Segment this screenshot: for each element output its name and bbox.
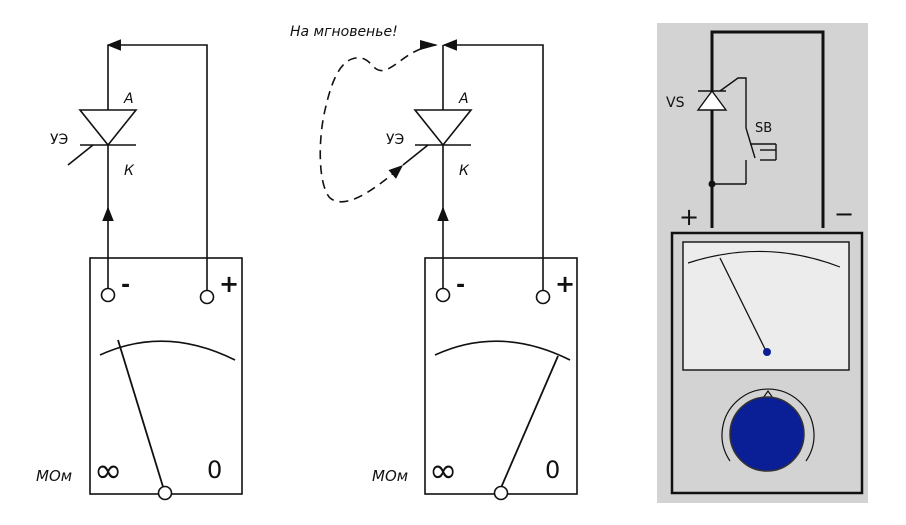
tester-knob-scale-arc [721, 388, 815, 462]
thyristor-2-anode-label: А [458, 91, 469, 107]
tester-plus-label: + [679, 203, 699, 231]
ohmmeter-1-needle [117, 339, 165, 491]
ohmmeter-2-unit-label: МОм [372, 467, 408, 485]
tester-minus-label: − [834, 200, 854, 228]
thyristor-2-gate-lead [402, 144, 429, 166]
momentary-jumper-dashed [319, 44, 437, 203]
thyristor-vs-label: VS [666, 95, 685, 111]
tester-needle [719, 257, 767, 352]
ohmmeter-1-scale-arc [99, 340, 236, 361]
ohmmeter-1-plus-label: + [219, 270, 239, 298]
ohmmeter-2-minus-label: - [456, 273, 465, 298]
tester-needle-pivot [763, 348, 771, 356]
ohmmeter-2-plus-label: + [555, 270, 575, 298]
diagram-3-tester-with-button: VS SB + − [657, 23, 868, 503]
ohmmeter-2-needle-pivot [493, 485, 509, 501]
ohmmeter-2-infinity-mark: ∞ [429, 451, 457, 491]
ohmmeter-2-needle [499, 355, 559, 491]
tester-circuit-loop [710, 30, 825, 228]
thyristor-1-cathode-label: К [124, 163, 135, 179]
thyristor-1-anode-label: А [123, 91, 134, 107]
thyristor-1-gate-lead [67, 144, 94, 166]
diagram-2-meter-test-gate-pulse: - + ∞ 0 МОм А К УЭ На мгновенье! [290, 24, 578, 501]
ohmmeter-2-zero-mark: 0 [545, 456, 560, 484]
diagram-1-meter-test-closed: - + ∞ 0 МОм А К УЭ [36, 39, 243, 501]
tester-junction-dot [708, 180, 716, 188]
thyristor-2-symbol [402, 109, 473, 166]
ohmmeter-1-plus-terminal [199, 289, 215, 305]
tester-scale-arc [687, 250, 841, 268]
ohmmeter-2-plus-terminal [535, 289, 551, 305]
thyristor-2-gate-label: УЭ [386, 132, 404, 148]
ohmmeter-1-minus-terminal [100, 287, 116, 303]
push-button-sb [712, 127, 777, 185]
momentary-jumper-top-arrow [420, 40, 438, 50]
thyristor-2-cathode-label: К [459, 163, 470, 179]
ohmmeter-1-zero-mark: 0 [207, 456, 222, 484]
tester-knob [729, 396, 805, 472]
ohmmeter-1-infinity-mark: ∞ [94, 451, 122, 491]
ohmmeter-1-unit-label: МОм [36, 467, 72, 485]
ohmmeter-1-minus-label: - [121, 273, 130, 298]
wire-1-plus-to-anode [106, 39, 208, 290]
ohmmeter-1-needle-pivot [157, 485, 173, 501]
push-button-sb-label: SB [755, 121, 772, 136]
thyristor-vs-symbol [696, 77, 747, 128]
momentary-caption: На мгновенье! [290, 24, 398, 40]
thyristor-1-gate-label: УЭ [50, 132, 68, 148]
thyristor-1-symbol [67, 109, 138, 166]
ohmmeter-2-scale-arc [434, 340, 571, 361]
wire-2-plus-to-anode [442, 39, 544, 290]
ohmmeter-2-minus-terminal [435, 287, 451, 303]
